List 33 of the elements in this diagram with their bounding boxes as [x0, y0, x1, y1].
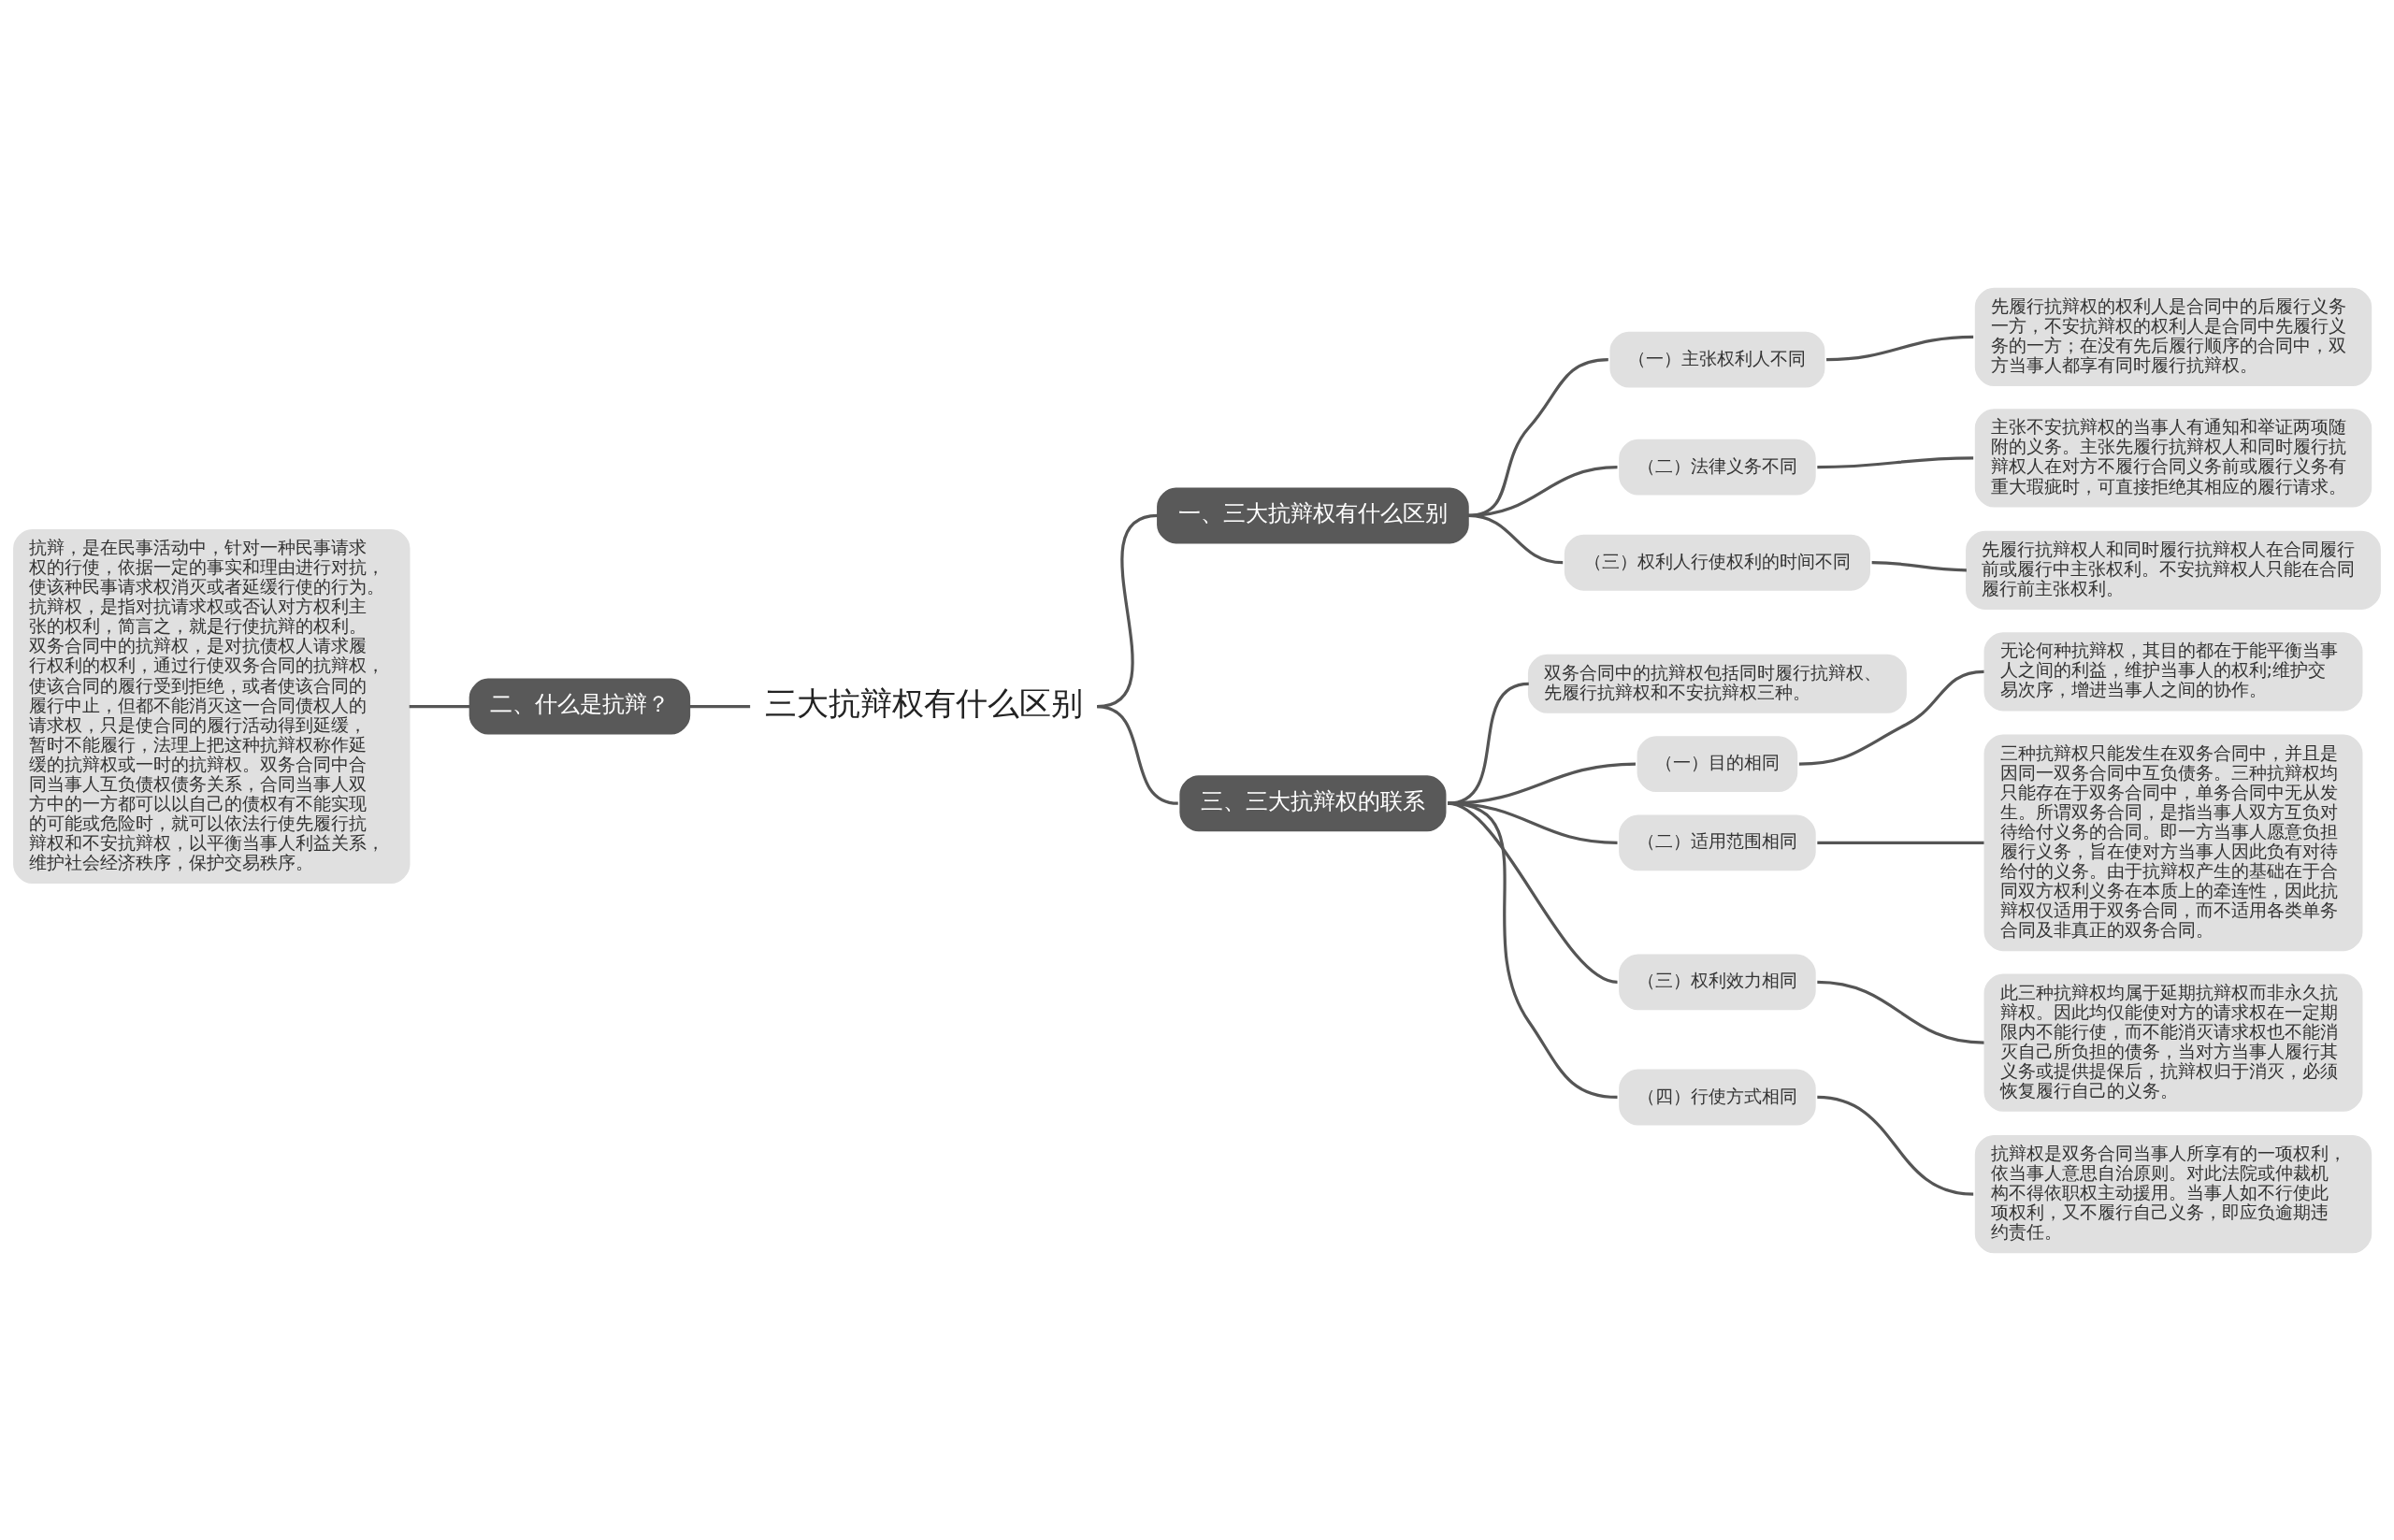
connector: [1817, 455, 1974, 468]
connector: [409, 704, 470, 708]
connector: [1447, 801, 1618, 1099]
node-box: （二）适用范围相同: [1619, 813, 1816, 871]
node-box: 双务合同中的抗辩权包括同时履行抗辩权、先履行抗辩权和不安抗辩权三种。: [1527, 654, 1907, 713]
node-box: 此三种抗辩权均属于延期抗辩权而非永久抗辩权。因此均仅能使对方的请求权在一定期限内不能行使，而不能消灭请求权也不能消灭自己所负担的债务，当对方当事人履行其义务或提供提保后，抗辩权归于消灭，必须恢复履行自己的义务。: [1983, 972, 2363, 1112]
node-text: 三大抗辩权有什么区别: [764, 684, 1083, 722]
node-box: （三）权利人行使权利的时间不同: [1564, 534, 1871, 591]
connector: [1871, 560, 1967, 571]
node-box: （二）法律义务不同: [1619, 439, 1816, 496]
node-box: 先履行抗辩权人和同时履行抗辩权人在合同履行前或履行中主张权利。不安抗辩权人只能在合同履行前主张权利。: [1966, 530, 2381, 610]
connector: [1817, 980, 1984, 1044]
node-box: 抗辩权是双务合同当事人所享有的一项权利，依当事人意思自治原则。对此法院或仲裁机构不得依职权主动援用。当事人如不行使此项权利，又不履行自己义务，即应负逾期违约责任。: [1974, 1134, 2372, 1253]
node-box: 三、三大抗辩权的联系: [1179, 774, 1447, 831]
node-box: （一）目的相同: [1637, 735, 1798, 792]
node-box: 三种抗辩权只能发生在双务合同中，并且是因同一双务合同中互负债务。三种抗辩权均只能存在于双务合同中，单务合同中无从发生。所谓双务合同，是指当事人双方互负对待给付义务的合同。即一方当事人愿意负担履行义务，旨在使对方当事人因此负有对待给付的义务。由于抗辩权产生的基础在于合同双方权利义务在本质上的牵连性，因此抗辩权仅适用于双务合同，而不适用各类单务合同及非真正的双务合同。: [1983, 734, 2363, 951]
node-box: 抗辩，是在民事活动中，针对一种民事请求权的行使，依据一定的事实和理由进行对抗，使该种民事请求权消灭或者延缓行使的行为。抗辩权，是指对抗请求权或否认对方权利主张的权利，简言之，就是行使抗辩的权利。双务合同中的抗辩权，是对抗债权人请求履行权利的权利，通过行使双务合同的抗辩权，使该合同的履行受到拒绝，或者使该合同的履行中止，但都不能消灭这一合同债权人的请求权，只是使合同的履行活动得到延缓，暂时不能履行，法理上把这种抗辩权称作延缓的抗辩权或一时的抗辩权。双务合同中合同当事人互负债权债务关系，合同当事人双方中的一方都可以以自己的债权有不能实现的可能或危险时，就可以依法行使先履行抗辩权和不安抗辩权，以平衡当事人利益关系，维护社会经济秩序，保护交易秩序。: [13, 528, 411, 884]
node-box: 无论何种抗辩权，其目的都在于能平衡当事人之间的利益，维护当事人的权利;维护交易次序，增进当事人之间的协作。: [1983, 631, 2363, 711]
connector: [1798, 669, 1984, 766]
connector: [689, 704, 751, 708]
connector: [1467, 513, 1564, 564]
node-box: （一）主张权利人不同: [1609, 331, 1825, 388]
connector: [1817, 841, 1984, 844]
node-box: 先履行抗辩权的权利人是合同中的后履行义务一方，不安抗辩权的权利人是合同中先履行义务的一方；在没有先后履行顺序的合同中，双方当事人都享有同时履行抗辩权。: [1974, 287, 2372, 386]
node-box: （四）行使方式相同: [1619, 1069, 1816, 1125]
connector: [1817, 1095, 1974, 1196]
node-box: 二、什么是抗辩？: [469, 678, 691, 735]
connector: [1096, 704, 1178, 805]
node-box: 主张不安抗辩权的当事人有通知和举证两项随附的义务。主张先履行抗辩权人和同时履行抗辩权人在对方不履行合同义务前或履行义务有重大瑕疵时，可直接拒绝其相应的履行请求。: [1974, 408, 2372, 508]
node-box: 一、三大抗辩权有什么区别: [1157, 487, 1469, 543]
connector: [1447, 682, 1530, 805]
node-box: （三）权利效力相同: [1619, 953, 1816, 1010]
connector: [1826, 335, 1974, 361]
